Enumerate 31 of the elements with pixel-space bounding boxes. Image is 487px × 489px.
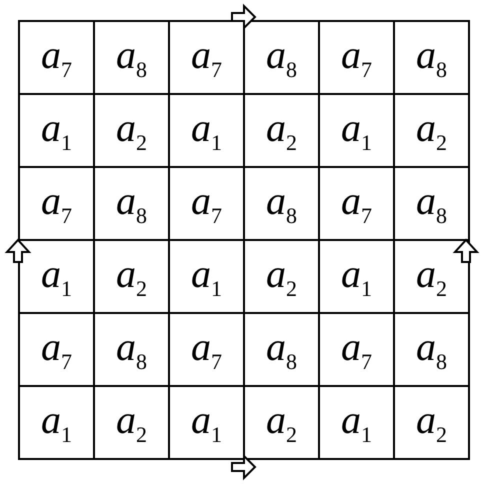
table-cell: a$_{7}$ (169, 313, 244, 386)
table-cell: a$_{1}$ (319, 240, 394, 313)
table-cell: a$_{2}$ (244, 94, 319, 167)
table-cell: a$_{7}$ (19, 21, 94, 94)
table-cell: a$_{2}$ (244, 240, 319, 313)
table-cell: a$_{8}$ (94, 21, 169, 94)
table-cell: a$_{8}$ (394, 313, 469, 386)
table-cell: a$_{7}$ (319, 313, 394, 386)
table-cell: a$_{1}$ (19, 386, 94, 459)
table-cell: a$_{7}$ (169, 167, 244, 240)
table-cell: a$_{2}$ (394, 386, 469, 459)
table-cell: a$_{7}$ (319, 21, 394, 94)
table-cell: a$_{1}$ (169, 386, 244, 459)
table-cell: a$_{7}$ (19, 167, 94, 240)
table-cell: a$_{7}$ (319, 167, 394, 240)
table-cell: a$_{8}$ (94, 313, 169, 386)
table-cell: a$_{1}$ (319, 94, 394, 167)
table-cell: a$_{8}$ (244, 167, 319, 240)
table-cell: a$_{2}$ (94, 94, 169, 167)
table-cell: a$_{2}$ (394, 94, 469, 167)
table-cell: a$_{8}$ (244, 313, 319, 386)
table-cell: a$_{1}$ (19, 94, 94, 167)
table-cell: a$_{8}$ (394, 167, 469, 240)
table-cell: a$_{1}$ (169, 94, 244, 167)
table-cell: a$_{8}$ (394, 21, 469, 94)
table-cell: a$_{1}$ (169, 240, 244, 313)
table-cell: a$_{2}$ (94, 240, 169, 313)
table-cell: a$_{7}$ (19, 313, 94, 386)
table-cell: a$_{8}$ (94, 167, 169, 240)
table-cell: a$_{2}$ (94, 386, 169, 459)
table-cell: a$_{1}$ (319, 386, 394, 459)
